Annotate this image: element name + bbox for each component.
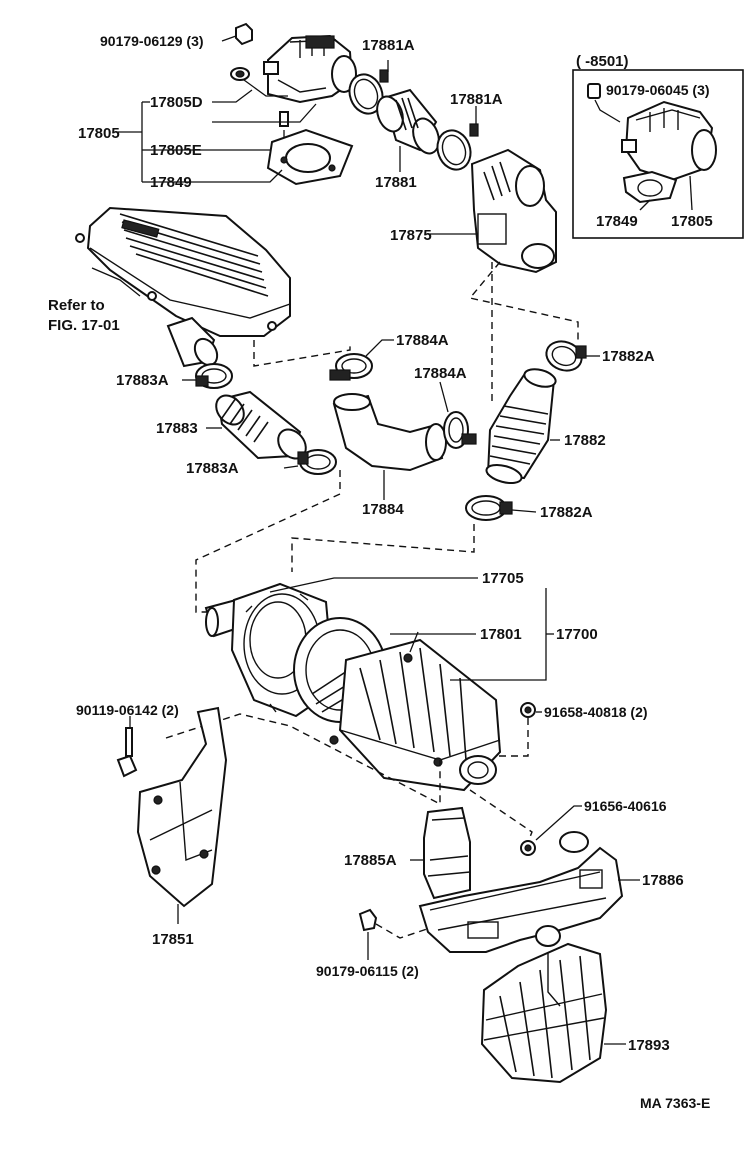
label-17805D: 17805D [150, 94, 203, 111]
clamp-17882A-bottom: 17882A [465, 495, 593, 521]
inset-nut-icon [587, 83, 601, 99]
resonator-17893: 17893 [480, 942, 670, 1084]
label-17882A-bottom: 17882A [540, 504, 593, 521]
label-17884A-mid: 17884A [414, 365, 467, 382]
label-90179-06129: 90179-06129 (3) [100, 33, 204, 49]
inset-gasket [622, 170, 678, 204]
label-90119-06142: 90119-06142 (2) [76, 702, 179, 718]
label-17875: 17875 [390, 227, 432, 244]
hose-17883: 17883 [156, 390, 307, 460]
nut-91656-40616: 91656-40616 [520, 798, 667, 856]
label-17705: 17705 [482, 570, 524, 587]
hose-17884: 17884 [332, 393, 447, 518]
clamp-17884A-mid: 17884A [414, 365, 477, 449]
inset-label-17805: 17805 [671, 213, 713, 230]
label-17882: 17882 [564, 432, 606, 449]
clamp-17884A-top: 17884A [329, 332, 449, 381]
label-refer-line2: FIG. 17-01 [48, 317, 120, 334]
label-17805: 17805 [78, 125, 120, 142]
figure-code: MA 7363-E [640, 1095, 710, 1111]
hose-17882: 17882 [485, 368, 606, 485]
label-17805E: 17805E [150, 142, 202, 159]
label-refer-line1: Refer to [48, 297, 105, 314]
bracket-17851: 17851 [136, 706, 228, 948]
nut-icon [235, 22, 253, 46]
air-flow-meter-group: 90179-06129 (3) 17805D 17805 17805E 1784… [78, 22, 357, 191]
air-cleaner-cap: Refer to FIG. 17-01 [48, 206, 291, 368]
label-17884A-top: 17884A [396, 332, 449, 349]
label-17881A-mid: 17881A [450, 91, 503, 108]
nut-90179-06115: 90179-06115 (2) [316, 908, 431, 979]
label-17881: 17881 [375, 174, 417, 191]
clamp-17882A-top: 17882A [545, 340, 655, 372]
label-17893: 17893 [628, 1037, 670, 1054]
clamp-17881A-top: 17881A [348, 37, 415, 115]
inset-label-17849: 17849 [596, 213, 638, 230]
label-17700: 17700 [556, 626, 598, 643]
label-91658-40818: 91658-40818 (2) [544, 704, 648, 720]
hose-17881: 17881 [375, 88, 440, 191]
label-17881A-top: 17881A [362, 37, 415, 54]
intake-connector-17875: 17875 [390, 148, 557, 274]
clamp-17883A-top: 17883A [116, 363, 233, 389]
intake-17885A: 17885A [344, 806, 471, 900]
bolt-90119-06142: 90119-06142 (2) [76, 702, 179, 778]
label-17886: 17886 [642, 872, 684, 889]
inset-range-label: ( -8501) [576, 53, 629, 70]
label-90179-06115: 90179-06115 (2) [316, 963, 419, 979]
label-17884: 17884 [362, 501, 404, 518]
resonator-duct-17886: 17886 [418, 831, 684, 953]
nut-91658-40818: 91658-40818 (2) [520, 702, 648, 720]
label-17849: 17849 [150, 174, 192, 191]
label-17801: 17801 [480, 626, 522, 643]
inset-air-flow-meter [621, 100, 717, 182]
label-17885A: 17885A [344, 852, 397, 869]
inset-label-90179-06045: 90179-06045 (3) [606, 82, 710, 98]
label-17882A-top: 17882A [602, 348, 655, 365]
label-17883: 17883 [156, 420, 198, 437]
label-17883A-bottom: 17883A [186, 460, 239, 477]
inset-box: ( -8501) 90179-06045 (3) 17849 17805 [572, 53, 744, 239]
clamp-17881A-mid: 17881A [436, 91, 503, 171]
air-cleaner-case: 17705 17801 17700 [204, 570, 598, 792]
label-17883A-top: 17883A [116, 372, 169, 389]
clamp-17883A-bottom: 17883A [186, 449, 337, 477]
label-17851: 17851 [152, 931, 194, 948]
label-91656-40616: 91656-40616 [584, 798, 667, 814]
